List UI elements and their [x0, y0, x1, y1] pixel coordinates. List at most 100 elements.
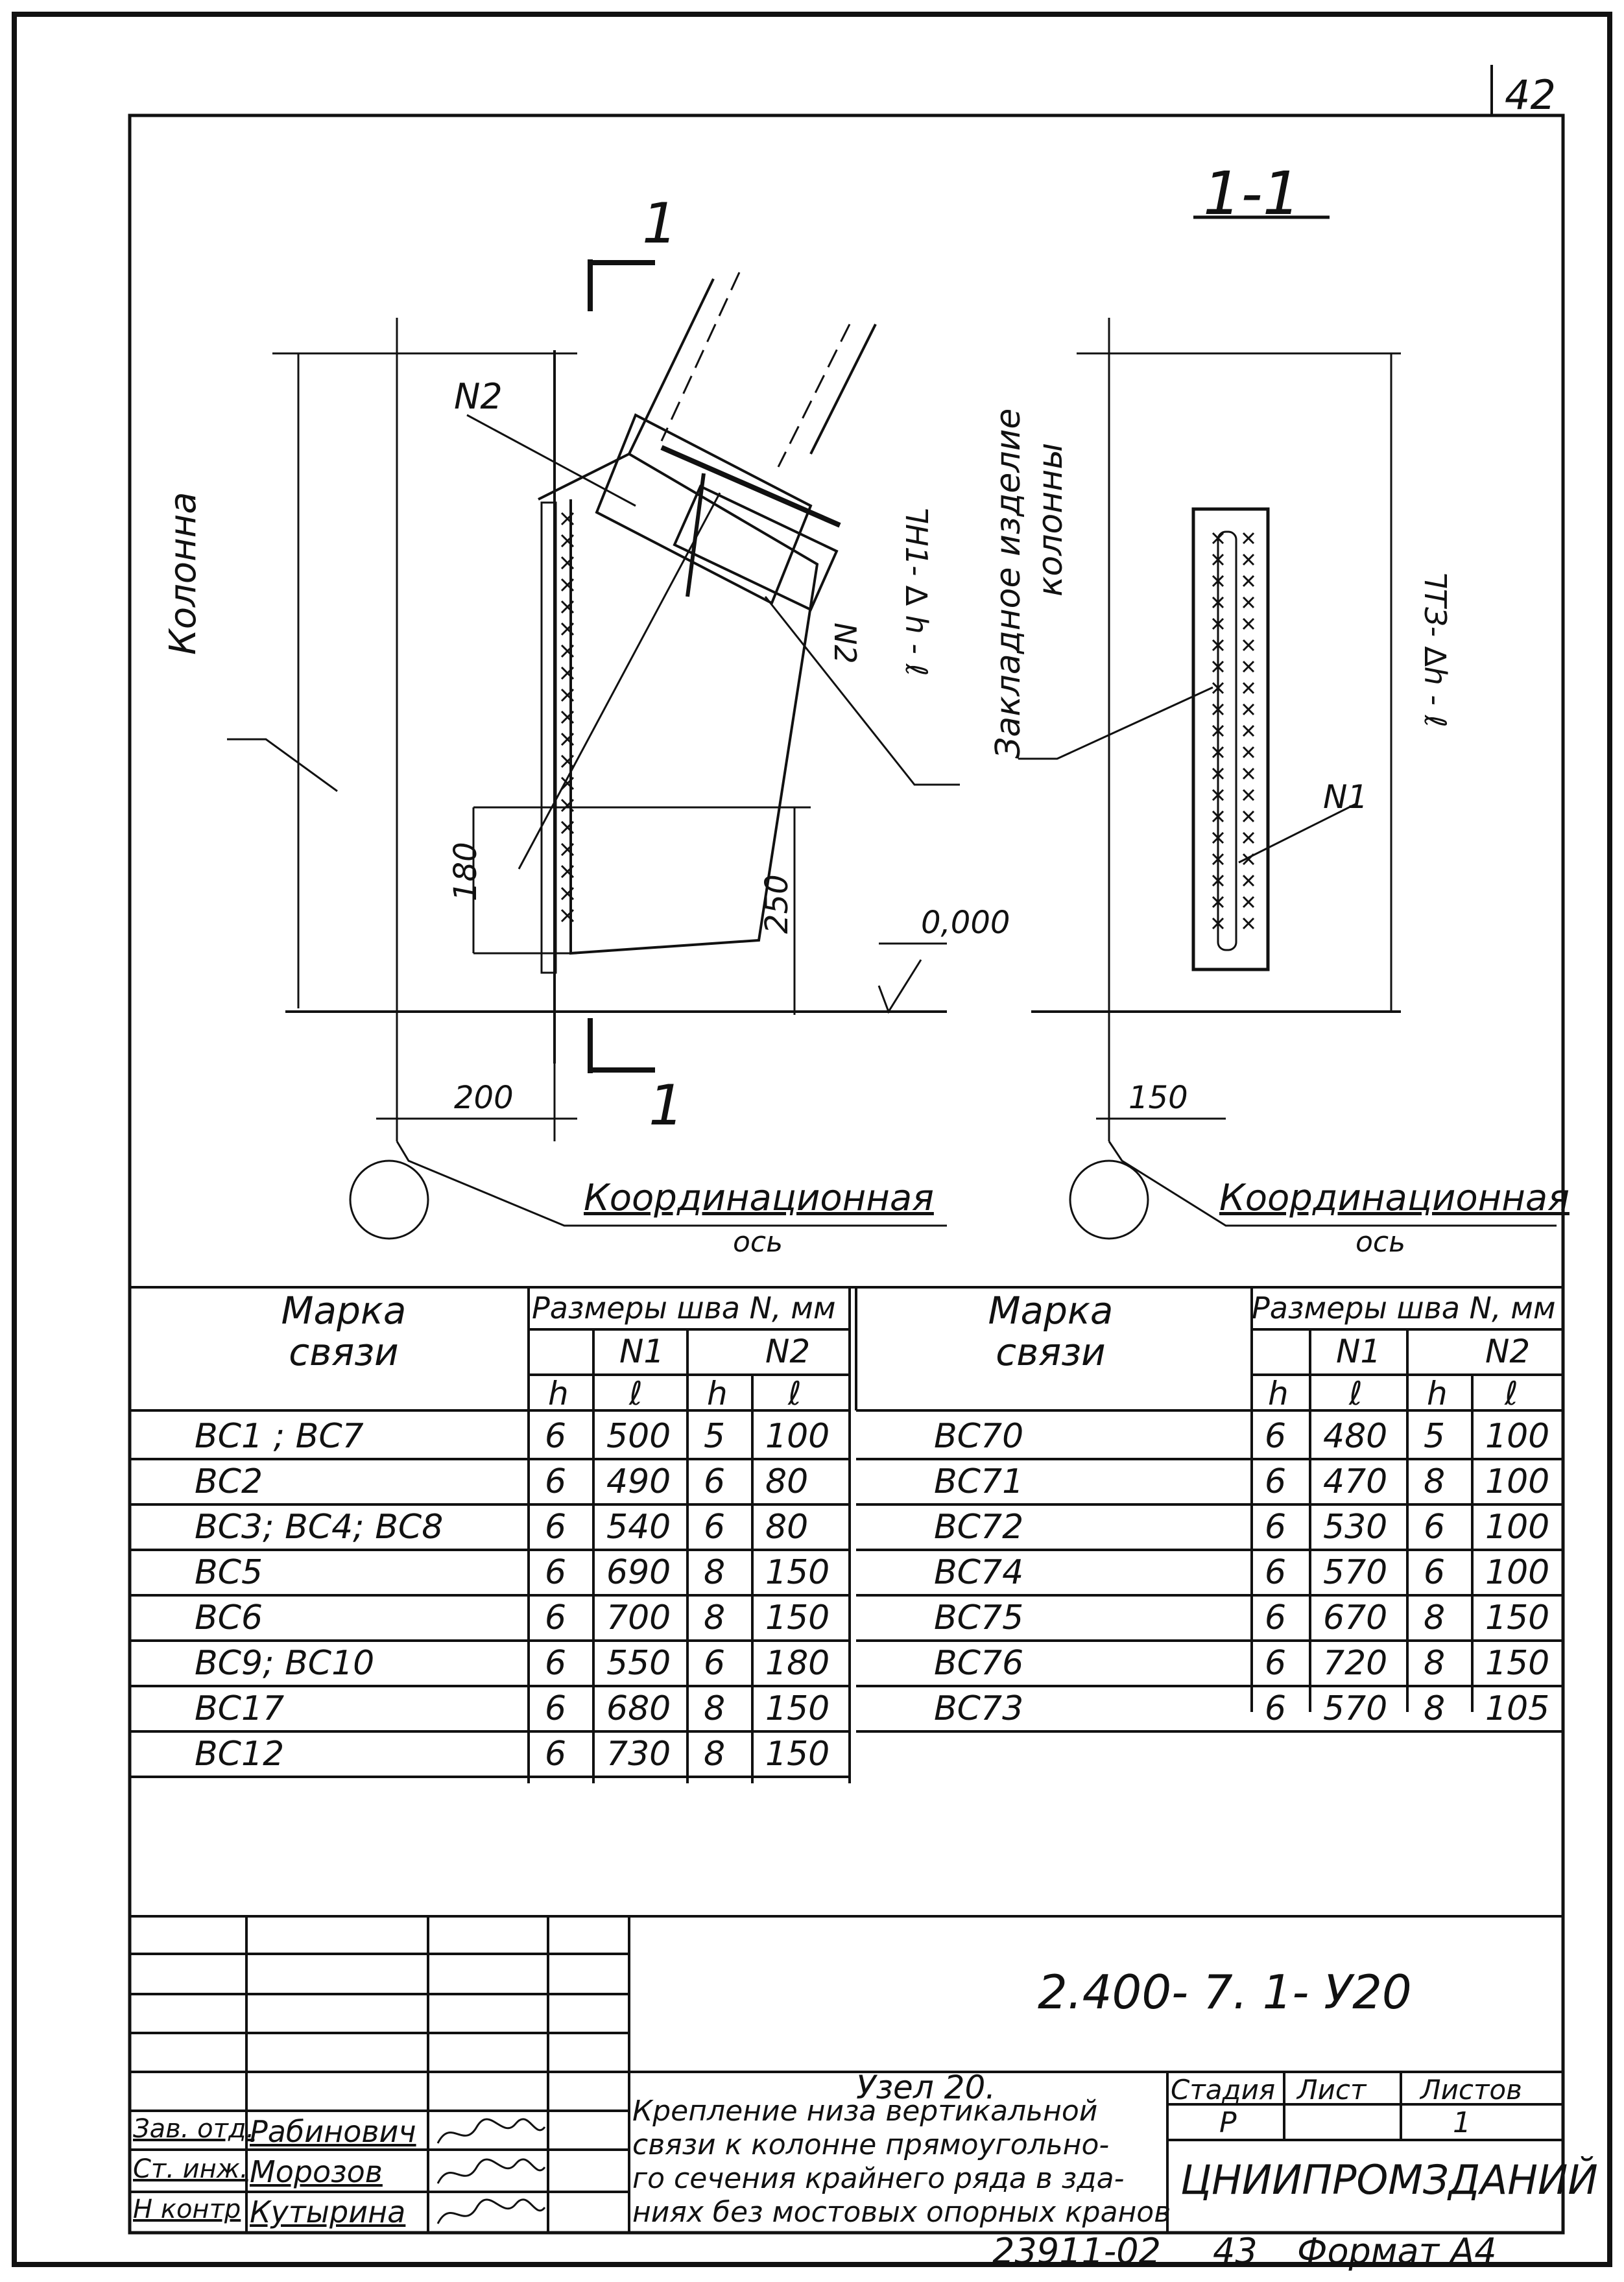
th-mark-right: Марка связи	[953, 1290, 1148, 1373]
node-title: Узел 20.	[856, 2069, 996, 2106]
title-block-lines	[130, 1915, 1563, 2233]
th-h1-left: h	[548, 1375, 569, 1412]
left-table-cell: 6	[545, 1508, 567, 1547]
th-h2-right: h	[1427, 1375, 1448, 1412]
weld-cross	[560, 534, 575, 548]
left-table-cell: 700	[606, 1599, 671, 1637]
right-table-cell: ВС70	[934, 1417, 1024, 1456]
role-name: Рабинович	[250, 2114, 416, 2149]
left-table-cell: 100	[765, 1417, 830, 1456]
sheet-number: 42	[1505, 71, 1556, 119]
left-table-cell: 150	[765, 1553, 830, 1592]
left-table-cell: 6	[545, 1689, 567, 1728]
left-table-cell: 150	[765, 1735, 830, 1774]
footer-inv: 23911-02	[992, 2231, 1161, 2272]
left-table-cell: 6	[545, 1644, 567, 1683]
dim-250: 250	[759, 874, 795, 934]
role-label: Н контр	[133, 2194, 241, 2224]
weld-cross	[560, 909, 575, 923]
left-view	[227, 259, 960, 1240]
weld-cross	[560, 798, 575, 813]
right-table-cell: 6	[1265, 1553, 1287, 1592]
left-table-cell: 5	[704, 1417, 726, 1456]
right-table-cell: 100	[1485, 1553, 1550, 1592]
weld-cross	[560, 600, 575, 614]
left-table-cell: 550	[606, 1644, 671, 1683]
th-sizes-left: Размеры шва N, мм	[532, 1290, 836, 1325]
weld-cross	[1242, 831, 1255, 844]
footer-format: Формат А4	[1297, 2231, 1497, 2272]
weld-cross	[1242, 596, 1255, 609]
right-table-cell: 100	[1485, 1417, 1550, 1456]
sheet-label: Лист	[1297, 2074, 1367, 2106]
left-table-cell: 80	[765, 1462, 809, 1501]
left-table-cell: 180	[765, 1644, 830, 1683]
th-l1-right: ℓ	[1349, 1375, 1363, 1412]
weld-label-left-n2: N2	[828, 623, 863, 664]
left-table-cell: 6	[545, 1417, 567, 1456]
left-table-cell: 6	[704, 1462, 726, 1501]
right-table-cell: 150	[1485, 1599, 1550, 1637]
right-table-cell: 150	[1485, 1644, 1550, 1683]
th-l2-left: ℓ	[788, 1375, 802, 1412]
left-table-cell: 540	[606, 1508, 671, 1547]
weld-label-right: ᒣТЗ- ∆h - ℓ	[1418, 571, 1453, 728]
role-name: Кутырина	[250, 2194, 406, 2229]
axis-label-right: Координационная	[1219, 1177, 1570, 1219]
right-table-cell: 6	[1424, 1508, 1446, 1547]
footer-page: 43	[1213, 2231, 1258, 2272]
weld-cross	[1242, 724, 1255, 737]
weld-cross	[1242, 810, 1255, 823]
left-table-cell: 8	[704, 1553, 726, 1592]
left-table-cell: ВС5	[195, 1553, 263, 1592]
org-name: ЦНИИПРОМЗДАНИЙ	[1180, 2156, 1598, 2204]
axis-label-left-2: ось	[733, 1226, 783, 1259]
right-table-cell: 6	[1265, 1644, 1287, 1683]
axis-label-left: Координационная	[584, 1177, 934, 1219]
role-label: Зав. отд.	[133, 2114, 255, 2144]
th-mark-2-r: связи	[996, 1329, 1106, 1374]
right-table-cell: 6	[1265, 1462, 1287, 1501]
right-table-cell: 8	[1424, 1689, 1446, 1728]
th-mark-2: связи	[289, 1329, 399, 1374]
stage-value: Р	[1219, 2106, 1237, 2139]
th-mark-left: Марка связи	[246, 1290, 441, 1373]
th-mark-1: Марка	[281, 1289, 407, 1333]
right-table-cell: 570	[1323, 1689, 1388, 1728]
weld-cross	[1242, 917, 1255, 930]
right-table-cell: 5	[1424, 1417, 1446, 1456]
left-table-cell: ВС12	[195, 1735, 285, 1774]
right-table-cell: ВС71	[934, 1462, 1024, 1501]
n1-label: N1	[1323, 778, 1368, 816]
weld-cross	[1242, 532, 1255, 545]
weld-cross	[1242, 703, 1255, 716]
section-label: 1-1	[1203, 159, 1301, 228]
signature	[436, 2118, 546, 2144]
right-table-cell: 8	[1424, 1462, 1446, 1501]
weld-cross	[1242, 660, 1255, 673]
dim-150: 150	[1128, 1080, 1188, 1116]
right-table-cell: 670	[1323, 1599, 1388, 1637]
signature	[436, 2198, 546, 2224]
th-l1-left: ℓ	[629, 1375, 643, 1412]
weld-label-left: ᒣН1- ∆ h - ℓ	[899, 506, 934, 676]
th-h1-right: h	[1268, 1375, 1289, 1412]
right-table-cell: 8	[1424, 1644, 1446, 1683]
right-table-cell: ВС72	[934, 1508, 1024, 1547]
doc-code: 2.400- 7. 1- У20	[1038, 1965, 1412, 2019]
left-table-cell: 490	[606, 1462, 671, 1501]
left-table-cell: 730	[606, 1735, 671, 1774]
left-table-cell: 680	[606, 1689, 671, 1728]
desc-line-3: го сечения крайнего ряда в зда-	[632, 2162, 1125, 2195]
embedded-label-2: колонны	[1031, 442, 1070, 597]
th-n2-right: N2	[1485, 1333, 1531, 1370]
right-table-cell: 6	[1424, 1553, 1446, 1592]
th-n1-left: N1	[619, 1333, 665, 1370]
th-h2-left: h	[707, 1375, 728, 1412]
right-table-cell: 6	[1265, 1689, 1287, 1728]
weld-cross	[1242, 575, 1255, 588]
weld-cross	[560, 622, 575, 636]
th-mark-1-r: Марка	[988, 1289, 1114, 1333]
weld-cross	[560, 842, 575, 857]
